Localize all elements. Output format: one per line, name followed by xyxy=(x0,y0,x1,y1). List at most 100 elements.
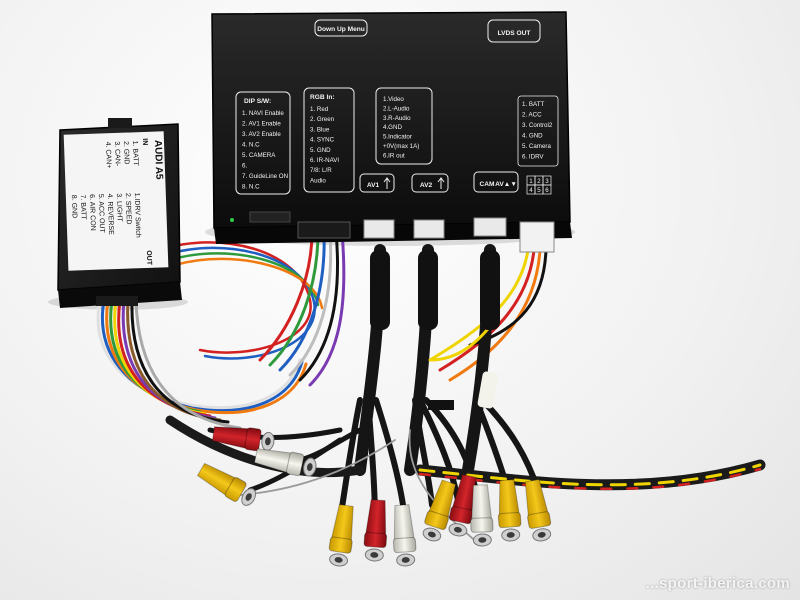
white-rca-plug xyxy=(253,448,317,477)
av-pinout-panel xyxy=(375,87,433,165)
rgb-item: 3. Blue xyxy=(310,126,330,133)
dip-item: 6. xyxy=(242,163,247,170)
av-item-list: 1.Video2.L-Audio3.R-Audio4.GND5.Indicato… xyxy=(383,96,419,159)
av2-port-frame xyxy=(411,173,449,193)
power-item: 3. Control2 xyxy=(522,122,553,129)
can-out-item: 5. ACC OUT xyxy=(97,194,105,234)
status-led xyxy=(230,218,234,222)
power-pin-number: 4 xyxy=(529,187,533,194)
av2-up-icon xyxy=(437,177,445,189)
can-bottom-connector xyxy=(96,296,138,306)
av-item: 2.L-Audio xyxy=(383,105,410,112)
av-item: 3.R-Audio xyxy=(383,115,411,122)
watermark: ...sport-iberica.com xyxy=(645,575,790,592)
power-item: 6. IDRV xyxy=(522,154,544,161)
power-item: 5. Camera xyxy=(522,143,551,150)
rgb-item: 1. Red xyxy=(310,106,329,113)
yellow-rca-plug xyxy=(497,479,522,542)
cable-ferrite xyxy=(428,400,454,410)
yellow-rca-plug xyxy=(422,479,457,542)
white-rca-plug xyxy=(470,484,494,547)
dip-item-list: 1. NAVI Enable 2. AV1 Enable 3. AV2 Enable… xyxy=(242,110,288,191)
can-in-item: 2. GND xyxy=(122,141,130,165)
av2-connector xyxy=(413,219,445,239)
can-out-item: 4. REVERSE xyxy=(106,194,114,236)
red-rca-plug xyxy=(211,426,275,452)
power-pin-number: 6 xyxy=(545,187,549,194)
can-in-item: 1. BATT xyxy=(131,141,139,167)
dip-item: 1. NAVI Enable xyxy=(242,110,284,117)
red-rca-plug xyxy=(363,499,388,562)
rgb-in-panel xyxy=(303,87,355,193)
can-out-item: 1.IDRV Switch xyxy=(133,193,142,238)
av1-port-frame xyxy=(359,173,395,193)
rgb-item: 4. SYNC xyxy=(310,137,335,144)
video-interface-box: Down Up Menu LVDS OUT DIP S/W: 1. NAVI E… xyxy=(211,11,572,253)
cam-cable-boot xyxy=(480,250,500,330)
lvds-out-frame xyxy=(487,19,541,43)
can-box-label xyxy=(63,131,169,271)
cam-port-label: CAM xyxy=(479,181,495,188)
rgb-connector xyxy=(297,221,351,239)
power-pin-cell xyxy=(542,184,552,195)
av2-port-label: AV2 xyxy=(420,182,433,189)
power-item: 2. ACC xyxy=(522,112,542,119)
yellow-rca-plug xyxy=(196,462,257,506)
av1-up-icon xyxy=(383,177,391,189)
yellow-rca-plug xyxy=(328,503,354,567)
power-connector xyxy=(519,221,555,253)
rgb-item: Audio xyxy=(310,177,326,184)
rgb-item-list: 1. Red 2. Green 3. Blue 4. SYNC 5. GND 6. IR-… xyxy=(310,106,339,184)
cam-av-arrows: AV▲▼ xyxy=(495,181,517,188)
power-pinout-panel xyxy=(517,95,559,167)
can-top-connector xyxy=(108,118,132,128)
yellow-rca-plug xyxy=(524,478,552,542)
dip-switch-block xyxy=(249,211,291,223)
rca-plug-group xyxy=(196,426,552,567)
can-out-item: 3. LIGHT xyxy=(115,193,123,222)
dip-title: DIP S/W: xyxy=(244,98,271,105)
can-out-item: 7. BATT xyxy=(79,194,87,220)
power-pin-number: 1 xyxy=(529,178,533,185)
rgb-title: RGB In: xyxy=(310,94,335,101)
rgb-item: 5. GND xyxy=(310,147,331,154)
av1-port-label: AV1 xyxy=(367,182,380,189)
dip-item: 4. N.C xyxy=(242,142,260,149)
cam-port-frame xyxy=(473,171,519,193)
av2-cable-boot xyxy=(418,250,438,330)
dip-item: 5. CAMERA xyxy=(242,152,276,159)
dip-switch-panel xyxy=(235,91,291,195)
can-out-item: 6. AIR CON xyxy=(88,194,96,231)
rgb-item: 6. IR-NAVI xyxy=(310,157,339,164)
white-rca-plug xyxy=(392,504,417,567)
av-item: 1.Video xyxy=(383,96,404,103)
dip-item: 3. AV2 Enable xyxy=(242,131,281,138)
power-pin-number: 3 xyxy=(545,178,549,185)
dip-item: 2. AV1 Enable xyxy=(242,121,281,128)
rgb-item: 2. Green xyxy=(310,116,335,123)
av-item: 6.IR out xyxy=(383,152,405,159)
rgb-item: 7/8: L/R xyxy=(310,167,332,174)
menu-button-label: Down Up Menu xyxy=(317,26,365,33)
power-pin-number: 5 xyxy=(537,187,541,194)
cam-connector xyxy=(473,217,507,237)
can-box-title: AUDI A5 xyxy=(152,140,164,180)
av-item: +0V(max 1A) xyxy=(383,143,419,150)
can-out-item: 2. SPEED xyxy=(124,193,132,225)
av-item: 5.Indicator xyxy=(383,134,412,141)
red-rca-plug xyxy=(448,473,477,537)
av1-cable-boot xyxy=(370,250,390,330)
lvds-out-label: LVDS OUT xyxy=(498,30,531,37)
can-in-item: 3. CAN- xyxy=(113,141,121,167)
menu-button-frame xyxy=(314,19,368,37)
av1-connector xyxy=(363,219,395,239)
power-pin-number: 2 xyxy=(537,178,541,185)
can-out-item: 8. GND xyxy=(70,195,78,219)
